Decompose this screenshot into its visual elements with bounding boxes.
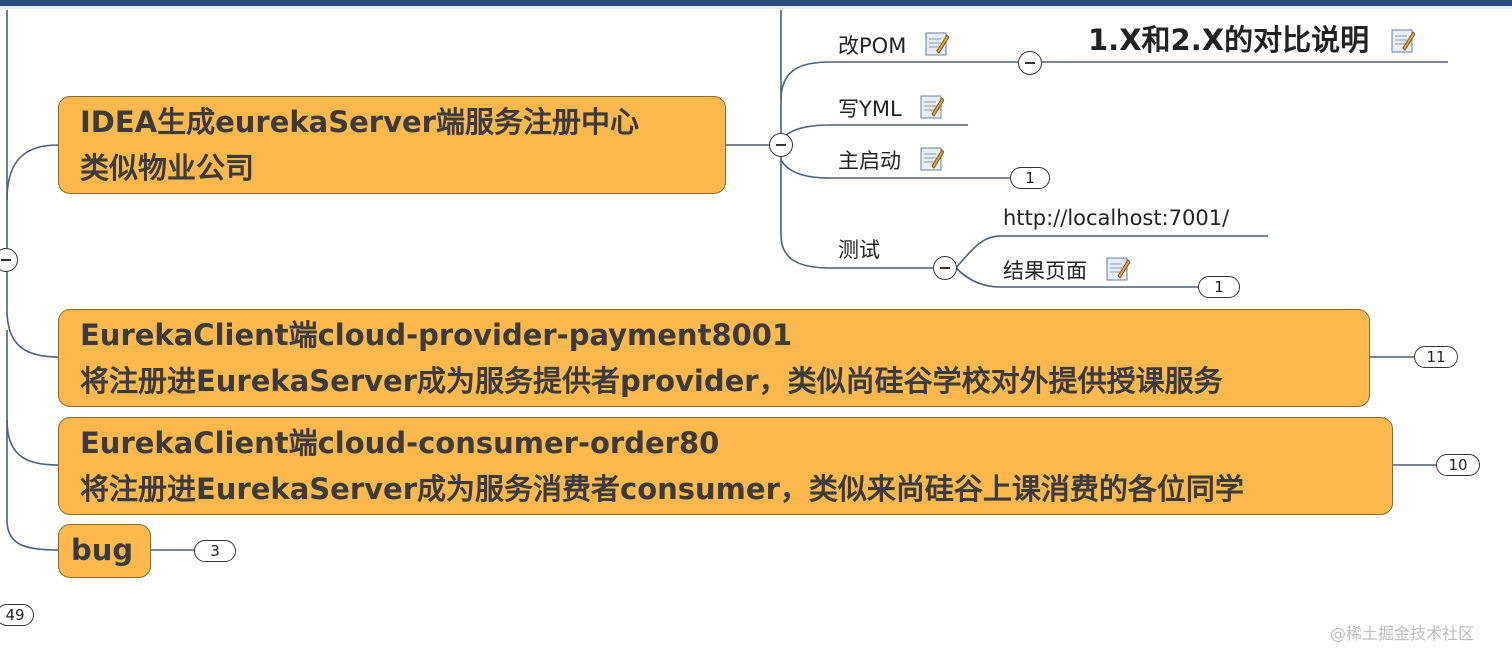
- subtopic-result-page[interactable]: 结果页面: [1003, 256, 1130, 284]
- topic-provider-line2: 将注册进EurekaServer成为服务提供者provider，类似尚硅谷学校对…: [80, 364, 1223, 398]
- branch-root-bug: [6, 420, 59, 551]
- subtopic-test-label: 测试: [838, 238, 880, 262]
- topic-consumer-line1: EurekaClient端cloud-consumer-order80: [80, 426, 720, 460]
- topic-provider-payment[interactable]: EurekaClient端cloud-provider-payment8001 …: [58, 309, 1370, 407]
- branch-yml: [780, 124, 968, 145]
- topic-consumer-line2: 将注册进EurekaServer成为服务消费者consumer，类似来尚硅谷上课…: [80, 472, 1244, 506]
- watermark: @稀土掘金技术社区: [1330, 624, 1475, 643]
- pom-collapse-toggle[interactable]: [1018, 51, 1042, 75]
- bug-count-badge[interactable]: 3: [194, 540, 236, 562]
- branch-test: [780, 160, 934, 269]
- test-collapse-toggle[interactable]: [933, 256, 957, 280]
- branch-root-idea: [6, 144, 59, 260]
- window-top-bar: [0, 0, 1512, 6]
- subtopic-pom-label: 改POM: [838, 34, 907, 58]
- main-start-count-badge[interactable]: 1: [1010, 167, 1050, 189]
- result-page-count-badge[interactable]: 1: [1198, 276, 1240, 298]
- note-icon[interactable]: [920, 146, 944, 172]
- subtopic-pom[interactable]: 改POM: [838, 31, 949, 59]
- eureka-server-collapse-toggle[interactable]: [769, 133, 793, 157]
- note-icon[interactable]: [1391, 28, 1416, 54]
- window-top-border: [0, 6, 1512, 9]
- topic-bug[interactable]: bug: [58, 524, 151, 578]
- subtopic-url-label: http://localhost:7001/: [1003, 206, 1230, 230]
- subtopic-url[interactable]: http://localhost:7001/: [1003, 205, 1229, 231]
- branch-root-provider: [6, 260, 59, 358]
- topic-eureka-server[interactable]: IDEA生成eurekaServer端服务注册中心 类似物业公司: [58, 96, 726, 194]
- branch-url: [955, 235, 1268, 269]
- branch-result: [955, 267, 1198, 288]
- topic-provider-line1: EurekaClient端cloud-provider-payment8001: [80, 318, 793, 352]
- consumer-count-badge[interactable]: 10: [1436, 454, 1480, 476]
- provider-count-badge[interactable]: 11: [1414, 346, 1458, 368]
- root-count-badge[interactable]: 49: [0, 604, 34, 626]
- subtopic-main-start-label: 主启动: [838, 149, 901, 173]
- topic-eureka-server-line2: 类似物业公司: [80, 151, 255, 185]
- subtopic-result-page-label: 结果页面: [1003, 259, 1087, 283]
- subtopic-yml-label: 写YML: [838, 97, 902, 121]
- subtopic-compare[interactable]: 1.X和2.X的对比说明: [1088, 23, 1416, 57]
- note-icon[interactable]: [925, 31, 949, 57]
- subtopic-test[interactable]: 测试: [838, 237, 880, 263]
- topic-eureka-server-line1: IDEA生成eurekaServer端服务注册中心: [80, 105, 639, 139]
- root-collapse-toggle[interactable]: [0, 248, 18, 272]
- subtopic-compare-label: 1.X和2.X的对比说明: [1088, 23, 1370, 57]
- branch-root-consumer: [6, 330, 59, 466]
- subtopic-yml[interactable]: 写YML: [838, 94, 945, 122]
- note-icon[interactable]: [1106, 256, 1130, 282]
- note-icon[interactable]: [920, 94, 945, 120]
- topic-consumer-order[interactable]: EurekaClient端cloud-consumer-order80 将注册进…: [58, 417, 1393, 515]
- subtopic-main-start[interactable]: 主启动: [838, 146, 944, 174]
- topic-bug-label: bug: [71, 533, 134, 567]
